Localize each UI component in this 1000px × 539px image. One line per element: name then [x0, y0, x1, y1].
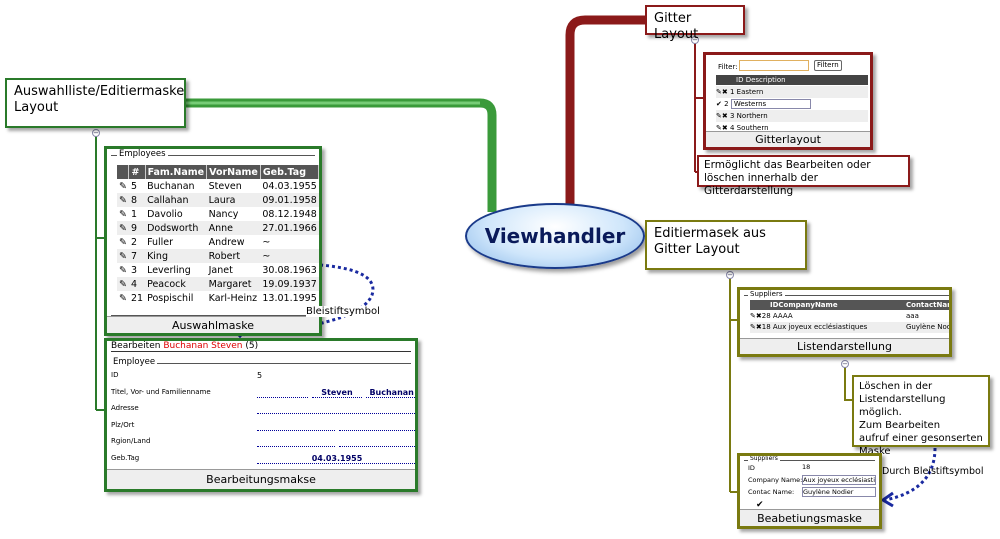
pencil-icon[interactable]: ✎ [119, 292, 127, 304]
field-value[interactable]: Guylène Nodier [802, 487, 876, 497]
pencil-icon[interactable]: ✎ [119, 264, 127, 276]
field-label: Contac Name: [748, 488, 795, 496]
pencil-icon[interactable]: ✎ [117, 193, 129, 207]
field-value: 5 [257, 371, 263, 380]
caption-bearbeitungsmaske: Bearbeitungsmakse [107, 469, 415, 489]
pencil-delete-icon[interactable]: ✎✖ [750, 323, 762, 331]
field-value[interactable] [339, 421, 415, 431]
field-label: Geb.Tag [111, 453, 140, 462]
field-label: Plz/Ort [111, 420, 135, 429]
field-label: ID [748, 464, 755, 472]
node-editiermaske[interactable]: Editiermasek aus Gitter Layout [645, 220, 807, 270]
central-title: Viewhandler [484, 224, 626, 248]
filter-input[interactable] [739, 60, 809, 71]
check-icon[interactable]: ✔ [716, 100, 722, 108]
pencil-icon[interactable]: ✎ [117, 249, 129, 263]
form-title: Bearbeiten Buchanan Steven (5) [111, 341, 411, 352]
pencil-icon[interactable]: ✎ [117, 277, 129, 291]
field-label: Company Name: [748, 476, 803, 484]
form-legend: Employee [111, 357, 158, 367]
field-label: Adresse [111, 404, 139, 412]
pencil-delete-icon[interactable]: ✎✖ [716, 112, 728, 120]
pencil-icon[interactable]: ✎ [119, 180, 127, 192]
collapse-toggle[interactable]: − [726, 271, 734, 279]
caption-auswahlmaske: Auswahlmaske [107, 316, 319, 333]
caption-beabetiungsmaske: Beabetiungsmaske [740, 509, 879, 526]
field-label: ID [111, 371, 119, 379]
field-value[interactable] [257, 421, 335, 431]
field-label: Rgion/Land [111, 437, 151, 445]
field-value[interactable]: Buchanan [366, 388, 415, 398]
node-gitter-layout[interactable]: Gitter Layout [645, 5, 745, 42]
filter-label: Filter: [718, 63, 738, 71]
arrow-label: Bleistiftsymbol [306, 306, 380, 317]
node-auswahlliste[interactable]: Auswahlliste/Editiermaske Layout [5, 78, 186, 128]
collapse-toggle[interactable]: − [92, 129, 100, 137]
pencil-delete-icon[interactable]: ✎✖ [716, 124, 728, 132]
node-title: Auswahlliste/Editiermaske Layout [14, 84, 185, 115]
pencil-delete-icon[interactable]: ✎✖ [716, 88, 728, 96]
node-title: Gitter Layout [654, 11, 699, 42]
field-value[interactable] [257, 404, 415, 414]
field-value: 18 [802, 463, 811, 471]
table-row[interactable]: ✔ 2 Westerns [716, 98, 868, 110]
collapse-toggle[interactable]: − [841, 360, 849, 368]
field-value[interactable]: 04.03.1955 [257, 454, 415, 464]
field-value[interactable] [257, 388, 308, 398]
field-value[interactable]: Aux joyeux ecclésiastiques [802, 475, 876, 485]
caption-gitterlayout: Gitterlayout [706, 131, 870, 147]
pencil-delete-icon[interactable]: ✎✖ [750, 312, 762, 320]
central-node[interactable]: Viewhandler [465, 203, 645, 269]
edit-form-screenshot: Bearbeiten Buchanan Steven (5) Employee … [104, 338, 418, 492]
arrow-label: Durch Bleistiftsymbol [882, 466, 984, 477]
list-legend: Suppliers [748, 290, 785, 298]
note-edit: Löschen in der Listendarstellung möglich… [852, 375, 990, 457]
pencil-icon[interactable]: ✎ [119, 208, 127, 220]
collapse-toggle[interactable]: − [691, 36, 699, 44]
dotted-arrow [239, 263, 375, 337]
grid-legend: Employees [117, 149, 168, 159]
filter-button[interactable]: Filtern [814, 60, 842, 71]
field-value[interactable] [339, 437, 415, 447]
caption-listendarstellung: Listendarstellung [740, 338, 949, 354]
pencil-icon[interactable]: ✎ [119, 236, 127, 248]
field-label: Titel, Vor- und Familienname [111, 387, 211, 396]
field-value[interactable] [257, 437, 335, 447]
gitter-screenshot: Filter: Filtern ID Description ✎✖ 1 East… [703, 52, 873, 150]
table-row[interactable]: ✎✖ 1 Eastern [716, 86, 868, 98]
note-gitter: Ermöglicht das Bearbeiten oder löschen i… [697, 155, 910, 197]
table-row[interactable]: ✎✖ 3 Northern [716, 110, 868, 122]
pencil-icon[interactable]: ✎ [117, 221, 129, 235]
node-title: Editiermasek aus Gitter Layout [654, 226, 766, 257]
save-check-icon[interactable]: ✔ [756, 500, 764, 510]
field-value[interactable]: Steven [311, 388, 363, 398]
